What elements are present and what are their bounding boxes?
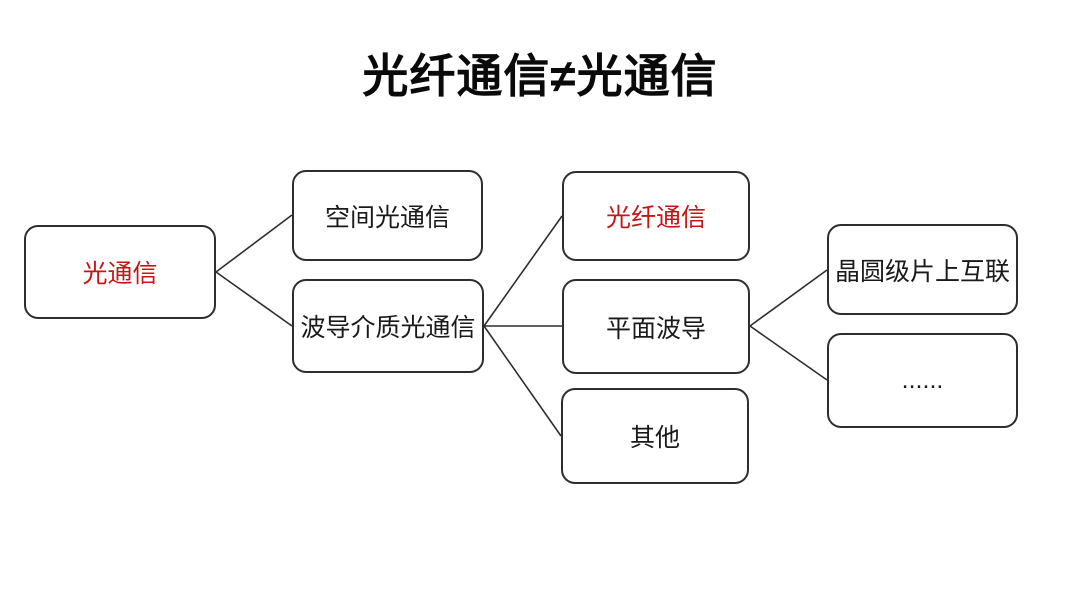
node-fiber-optic-communication: 光纤通信 — [562, 171, 750, 261]
page-title: 光纤通信≠光通信 — [362, 50, 718, 102]
edge-planar-wafer — [749, 269, 828, 327]
node-waveguide-medium-optical-communication: 波导介质光通信 — [292, 279, 484, 373]
edge-root-waveguide — [215, 271, 293, 327]
node-wafer-level-on-chip-interconnect: 晶圆级片上互联 — [827, 224, 1018, 315]
node-ellipsis: ...... — [827, 333, 1018, 428]
edge-planar-ellipsis — [749, 325, 828, 381]
edge-root-space — [215, 214, 293, 273]
node-other: 其他 — [561, 388, 749, 484]
node-space-optical-communication: 空间光通信 — [292, 170, 483, 261]
node-planar-waveguide: 平面波导 — [562, 279, 750, 374]
edge-waveguide-other — [483, 325, 562, 437]
edge-waveguide-fiber — [483, 215, 563, 327]
node-optical-communication: 光通信 — [24, 225, 216, 319]
